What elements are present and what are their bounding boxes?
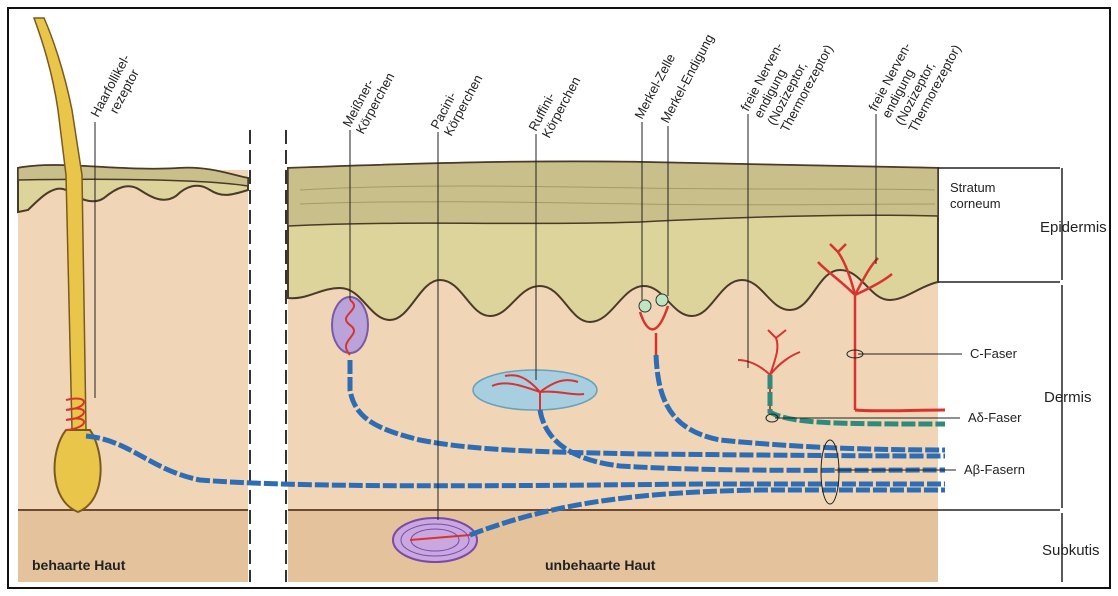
hairy-skin-label: behaarte Haut (32, 557, 126, 573)
stratum-corneum-label: Stratumcorneum (950, 180, 1001, 211)
c-fiber-axon (855, 410, 945, 411)
pacini-corpuscle (393, 518, 477, 562)
label-line: corneum (950, 196, 1001, 211)
c-fiber-label: C-Faser (970, 346, 1018, 361)
merkel-cell-left (639, 300, 651, 312)
a-delta-fiber-label: Aδ-Faser (968, 410, 1022, 425)
hairy-skin-dermis (18, 170, 248, 510)
glabrous-skin-label: unbehaarte Haut (545, 557, 656, 573)
glabrous-skin-panel (288, 161, 945, 582)
a-beta-fibers-label: Aβ-Fasern (964, 462, 1025, 477)
dermis-label: Dermis (1044, 389, 1092, 406)
subkutis-label: Subkutis (1042, 542, 1100, 559)
merkel-cell-right (656, 294, 668, 306)
epidermis-label: Epidermis (1040, 219, 1107, 236)
label-line: Stratum (950, 180, 996, 195)
